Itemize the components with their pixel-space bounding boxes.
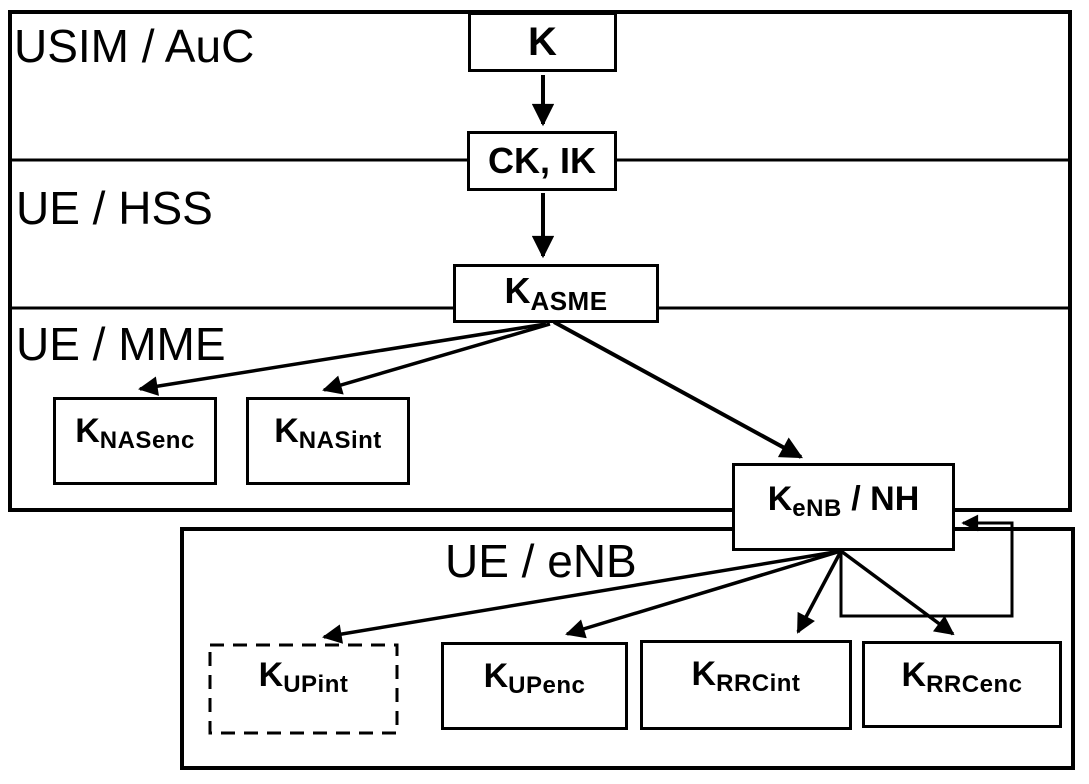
key-box-knasint: KNASint: [246, 397, 410, 485]
key-box-knasenc: KNASenc: [53, 397, 217, 485]
key-label-main: K: [274, 412, 299, 450]
section-label-ue-enb: UE / eNB: [445, 535, 637, 587]
key-label-sub: RRCenc: [926, 671, 1023, 698]
arrow-kasme-to-knasenc: [138, 322, 547, 396]
arrow-kasme-to-kenb: [553, 320, 803, 459]
key-label-main: K: [504, 270, 531, 312]
ue-enb-box: [180, 527, 1075, 770]
key-label-kenb-nh: KeNB / NH: [767, 480, 920, 522]
key-box-ck-ik: CK, IK: [467, 131, 617, 191]
section-label-ue-mme: UE / MME: [16, 318, 226, 370]
section-label-usim-auc: USIM / AuC: [14, 20, 255, 72]
section-label-ue-hss: UE / HSS: [16, 182, 213, 234]
key-label-krrcenc: KRRCenc: [901, 656, 1023, 698]
key-label-k: K: [528, 20, 557, 64]
key-label-kasme: KASME: [504, 271, 607, 316]
key-box-k: K: [468, 12, 617, 72]
key-label-krrcint: KRRCint: [691, 655, 801, 697]
key-label-main: CK, IK: [488, 140, 596, 182]
key-label-main: K: [75, 412, 100, 450]
key-label-sub: UPint: [283, 671, 349, 698]
arrow-kenb-to-kupint: [322, 549, 842, 644]
key-label-main: K: [258, 656, 284, 694]
key-label-knasenc: KNASenc: [75, 412, 195, 454]
key-label-sub: NASenc: [99, 427, 195, 454]
key-label-main: K: [767, 480, 793, 518]
key-label-sub: RRCint: [716, 670, 801, 697]
key-box-krrcint: KRRCint: [640, 640, 852, 730]
arrow-kasme-to-knasint: [322, 322, 551, 395]
arrow-kenb-to-krrcenc: [839, 549, 955, 636]
key-box-kenb-nh: KeNB / NH: [732, 463, 955, 551]
key-label-ck-ik: CK, IK: [488, 141, 596, 181]
key-label-main: K: [528, 20, 557, 64]
key-label-kupenc: KUPenc: [483, 657, 586, 699]
key-label-kupint: KUPint: [258, 656, 349, 698]
key-label-main: K: [691, 655, 717, 693]
key-box-krrcenc: KRRCenc: [862, 641, 1062, 728]
key-label-suffix: / NH: [841, 480, 920, 518]
key-label-main: K: [483, 657, 509, 695]
kupint-dashed-border: [208, 643, 399, 735]
arrow-kenb-to-krrcint: [796, 550, 843, 634]
arrow-kenb-to-kupenc: [565, 549, 842, 639]
key-label-knasint: KNASint: [274, 412, 382, 454]
key-label-sub: NASint: [298, 427, 382, 454]
key-box-kupint: KUPint: [209, 644, 398, 734]
key-label-sub: ASME: [530, 286, 608, 317]
key-label-sub: eNB: [792, 495, 842, 522]
kenb-nh-self-loop-arrow: [839, 514, 1014, 618]
key-box-kupenc: KUPenc: [441, 642, 628, 730]
key-label-sub: UPenc: [508, 672, 586, 699]
key-box-kasme: KASME: [453, 264, 659, 323]
key-label-main: K: [901, 656, 927, 694]
